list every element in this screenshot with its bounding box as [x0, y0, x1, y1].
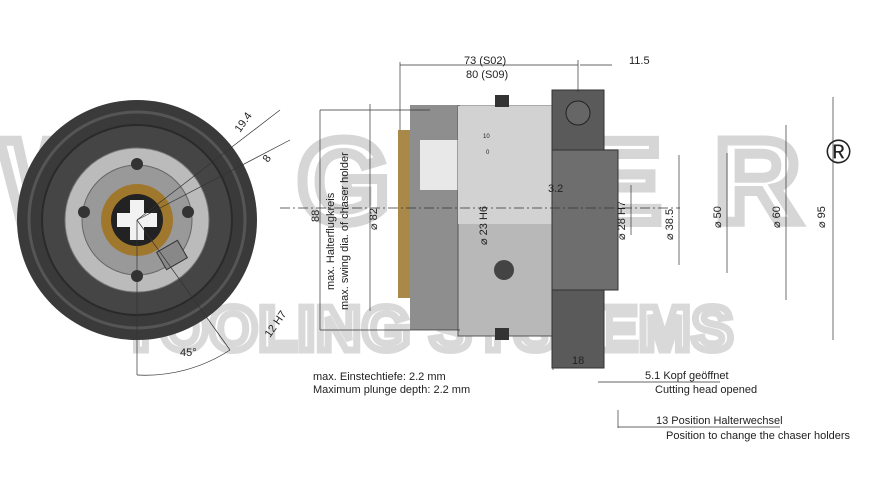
note-plunge-en: Maximum plunge depth: 2.2 mm: [313, 384, 470, 396]
dim-d60: ⌀ 60: [771, 206, 783, 228]
dim-80-s09: 80 (S09): [466, 69, 508, 81]
dim-d82: ⌀ 82: [368, 208, 380, 230]
dim-45-deg: 45°: [180, 347, 197, 359]
side-view: 10 0 73 (S02) 80 (S09) 11.5 88 max. Halt…: [280, 55, 834, 428]
note-head-open-de: 5.1 Kopf geöffnet: [645, 370, 729, 382]
dim-d28-h7: ⌀ 28 H7: [616, 201, 628, 240]
note-change-en: Position to change the chaser holders: [666, 430, 851, 442]
swing-label-en: max. swing dia. of chaser holder: [339, 152, 351, 310]
dim-d95: ⌀ 95: [816, 206, 828, 228]
scale-10: 10: [483, 134, 490, 140]
dim-73-s02: 73 (S02): [464, 55, 506, 67]
note-plunge-de: max. Einstechtiefe: 2.2 mm: [313, 371, 446, 383]
dim-d23-h6: ⌀ 23 H6: [478, 206, 490, 245]
dim-18: 18: [572, 355, 584, 367]
swing-label-de: max. Halterflugkreis: [325, 192, 337, 290]
dim-d38-5: ⌀ 38.5: [664, 209, 676, 240]
dim-88: 88: [310, 210, 322, 222]
dim-3-2: 3.2: [548, 183, 563, 195]
scale-0: 0: [486, 150, 490, 156]
dim-11-5: 11.5: [629, 55, 650, 67]
dim-8: 8: [261, 153, 274, 165]
note-change-de: 13 Position Halterwechsel: [656, 415, 783, 427]
note-head-open-en: Cutting head opened: [655, 384, 757, 396]
dim-19-4: 19.4: [233, 110, 255, 134]
watermark-registered: ®: [826, 133, 851, 171]
front-view: 19.4 8 12 H7 45°: [17, 100, 291, 376]
dim-d50: ⌀ 50: [712, 206, 724, 228]
